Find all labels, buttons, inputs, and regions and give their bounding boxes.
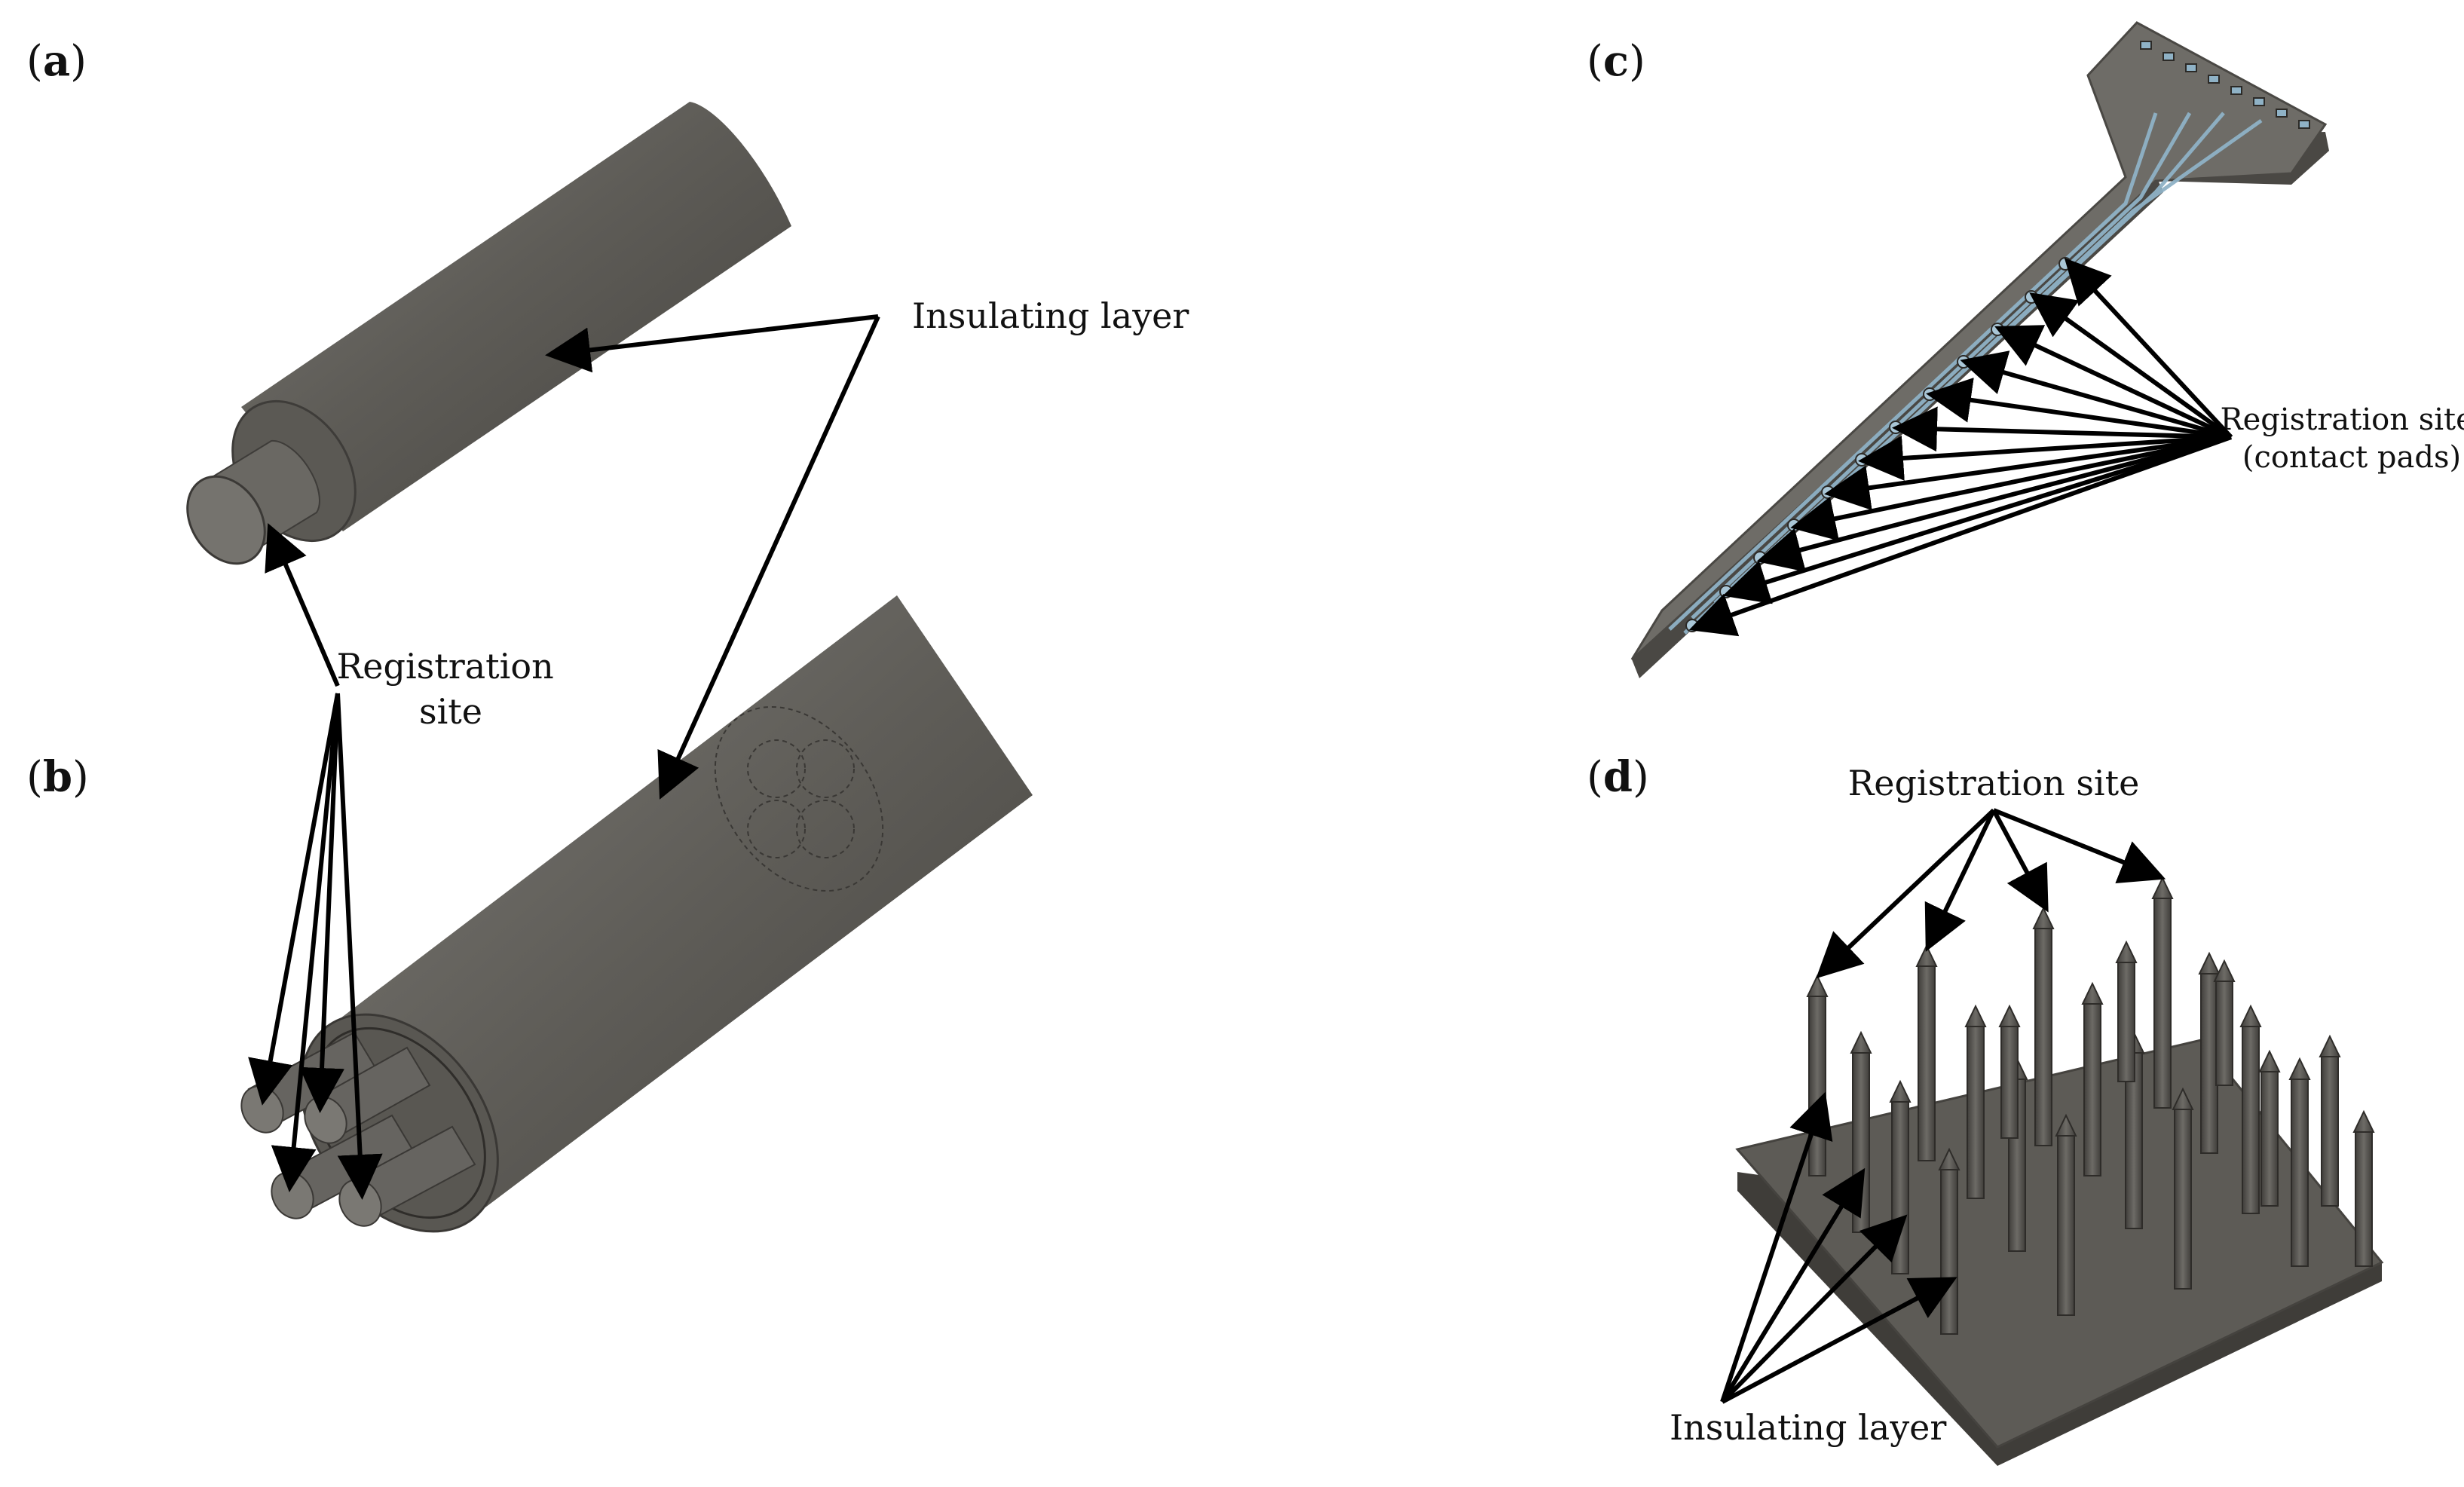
arrows-insulating-d bbox=[1720, 1091, 1957, 1404]
panel-b-letter: b bbox=[43, 752, 72, 802]
insulating-layer-label-ab: Insulating layer bbox=[912, 295, 1189, 336]
registration-site-label-c: Registration site (contact pads) bbox=[2221, 402, 2464, 475]
insulating-cylinder-b bbox=[332, 595, 1033, 1221]
multi-wire-electrode-drawing bbox=[240, 595, 1033, 1233]
single-wire-electrode-drawing bbox=[186, 102, 791, 565]
registration-site-label-ab: Registration site bbox=[337, 646, 565, 732]
panel-b-label: (b) bbox=[26, 752, 89, 802]
panel-d: (d) bbox=[1587, 752, 2384, 1466]
panel-d-label: (d) bbox=[1587, 752, 1649, 802]
panel-a-letter: a bbox=[43, 36, 70, 86]
arrows-registration-d bbox=[1816, 808, 2166, 979]
arrow-registration-a bbox=[265, 522, 340, 687]
arrow-insulating-b bbox=[657, 315, 880, 800]
microneedle-array-drawing bbox=[1735, 876, 2384, 1466]
needle-pins-d bbox=[1806, 876, 2375, 1335]
arrows-registration-c bbox=[1688, 258, 2233, 637]
planar-shank-electrode-drawing bbox=[1630, 21, 2329, 678]
panel-a-label: (a) bbox=[26, 36, 87, 86]
arrow-registration-b3 bbox=[271, 693, 340, 1192]
connector-pads-c bbox=[2140, 41, 2310, 129]
panel-a: (a) bbox=[26, 36, 791, 565]
panel-b: (b) bbox=[26, 595, 1033, 1233]
registration-site-c-line2: (contact pads) bbox=[2242, 440, 2461, 475]
registration-site-label-d: Registration site bbox=[1848, 763, 2140, 803]
arrow-insulating-a bbox=[545, 314, 879, 373]
insulating-cylinder-a bbox=[241, 102, 791, 531]
callouts-ab: Insulating layer Registration site bbox=[248, 295, 1189, 1200]
insulating-layer-label-d: Insulating layer bbox=[1670, 1407, 1946, 1448]
registration-site-c-line1: Registration site bbox=[2221, 402, 2464, 437]
panel-c-label: (c) bbox=[1587, 36, 1645, 86]
arrow-registration-b4 bbox=[335, 693, 383, 1200]
registration-site-ab-line1: Registration bbox=[337, 646, 554, 687]
panel-d-letter: d bbox=[1603, 752, 1633, 802]
registration-site-ab-line2: site bbox=[419, 691, 482, 732]
hidden-channels-outline bbox=[714, 705, 884, 892]
arrow-registration-b1 bbox=[248, 693, 340, 1106]
panel-c-letter: c bbox=[1603, 36, 1629, 86]
arrow-registration-b2 bbox=[299, 693, 344, 1113]
registration-site-disk-a bbox=[186, 475, 266, 565]
panel-c: (c) bbox=[1587, 21, 2464, 678]
